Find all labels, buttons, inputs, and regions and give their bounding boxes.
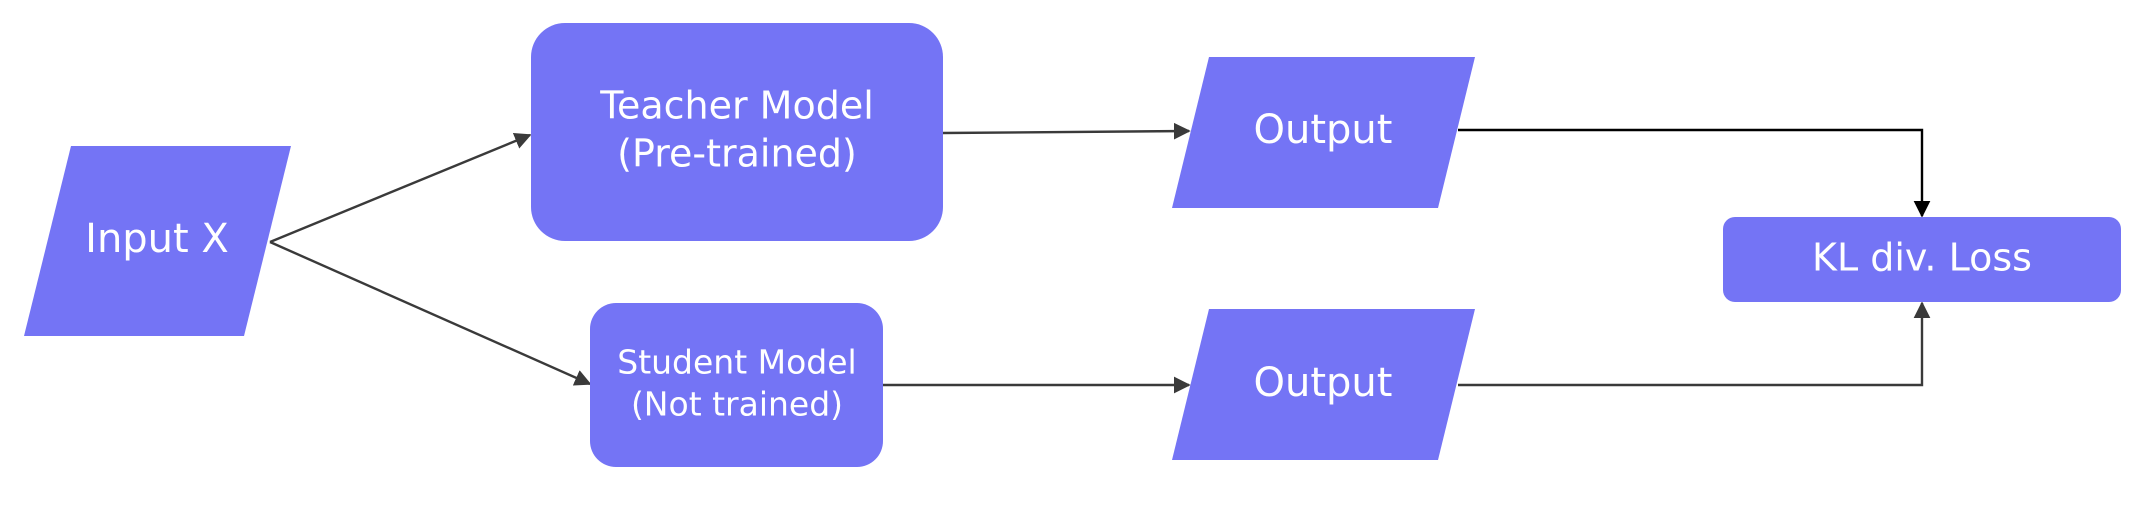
teacher-box [531, 23, 943, 241]
loss-node: KL div. Loss [1723, 217, 2121, 302]
input-label: Input X [85, 216, 229, 262]
input-node: Input X [24, 146, 291, 336]
edge-input-to-student [269, 240, 592, 386]
loss-label: KL div. Loss [1812, 236, 2032, 280]
student-label-line1: Student Model [617, 343, 856, 382]
edge-teacher-to-output [942, 122, 1191, 140]
student-output-node: Output [1172, 309, 1475, 460]
edge-teacher-output-to-loss [1458, 128, 1931, 218]
loss-box [1723, 217, 2121, 302]
student-output-label: Output [1254, 360, 1393, 406]
edges [269, 122, 1931, 394]
input-parallelogram [24, 146, 291, 336]
teacher-output-node: Output [1172, 57, 1475, 208]
edge-input-to-teacher [269, 132, 532, 244]
student-output-parallelogram [1172, 309, 1475, 460]
student-node: Student Model (Not trained) [590, 303, 883, 467]
edge-student-output-to-loss [1458, 301, 1931, 387]
teacher-output-parallelogram [1172, 57, 1475, 208]
student-box [590, 303, 883, 467]
teacher-node: Teacher Model (Pre-trained) [531, 23, 943, 241]
teacher-output-label: Output [1254, 107, 1393, 153]
teacher-label-line2: (Pre-trained) [617, 132, 857, 176]
student-label-line2: (Not trained) [631, 385, 843, 424]
teacher-label-line1: Teacher Model [599, 84, 874, 128]
